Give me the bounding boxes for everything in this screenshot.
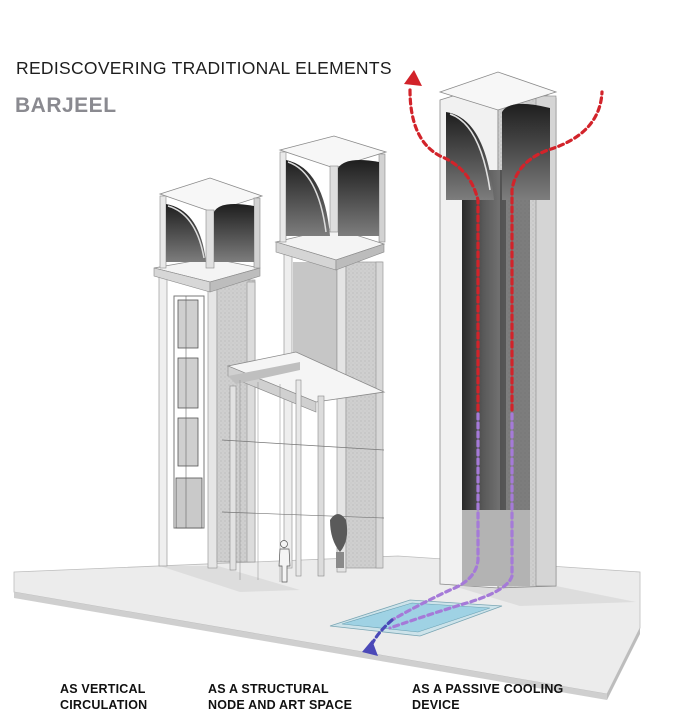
hot-air-flow <box>408 88 604 412</box>
ground-plane <box>13 555 641 700</box>
tower-vertical-circulation <box>153 177 264 569</box>
caption-passive-cooling: AS A PASSIVE COOLING DEVICE <box>412 682 564 712</box>
diagram-subtitle: BARJEEL <box>15 94 117 117</box>
cool-air-flow <box>388 412 514 630</box>
caption-structural-node: AS A STRUCTURAL NODE AND ART SPACE <box>208 682 353 712</box>
tower-structural-node <box>221 135 388 583</box>
outflow-arrowhead <box>362 640 378 656</box>
caption-vertical-circulation: AS VERTICAL CIRCULATION <box>60 682 148 712</box>
hot-air-arrowhead <box>404 70 422 86</box>
tower-passive-cooling <box>438 71 558 589</box>
diagram-title: REDISCOVERING TRADITIONAL ELEMENTS <box>16 58 392 78</box>
person-figure <box>278 540 291 583</box>
